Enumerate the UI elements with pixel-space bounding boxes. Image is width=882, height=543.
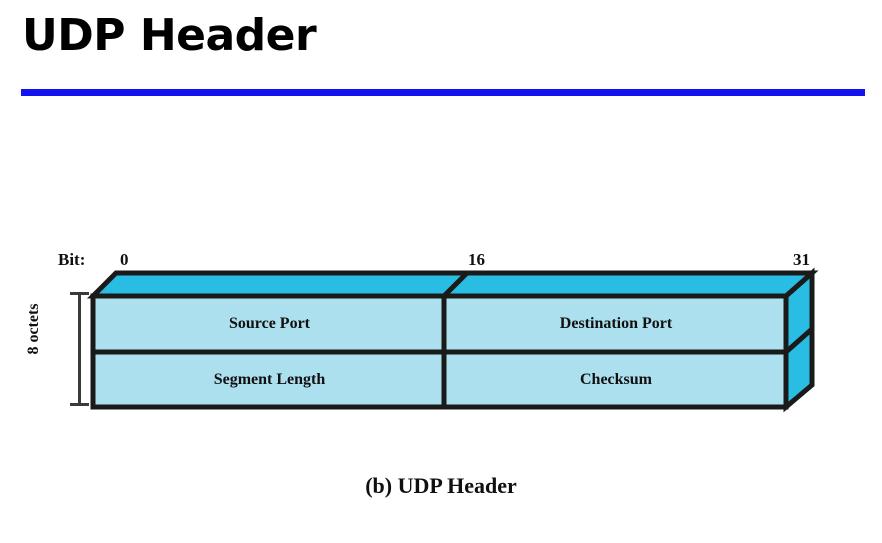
octet-size-bracket [70, 292, 89, 406]
figure-caption: (b) UDP Header [365, 473, 517, 498]
bit-tick-31: 31 [793, 250, 810, 269]
field-source-port: Source Port [228, 315, 310, 332]
octet-size-label: 8 octets [25, 303, 42, 355]
field-destination-port: Destination Port [559, 315, 673, 332]
bit-tick-0: 0 [120, 250, 129, 269]
bit-tick-16: 16 [468, 250, 485, 269]
bracket-stem [78, 292, 81, 406]
field-checksum: Checksum [579, 371, 652, 388]
box-top-face-midline [442, 271, 469, 298]
field-segment-length: Segment Length [213, 371, 326, 388]
page-title: UDP Header [22, 10, 317, 61]
box-right-face-divider [784, 327, 814, 354]
header-box-3d [86, 267, 819, 413]
bracket-cap-bottom [70, 403, 89, 406]
title-underline-rule [21, 89, 865, 96]
bit-ruler-caption: Bit: [58, 250, 86, 269]
